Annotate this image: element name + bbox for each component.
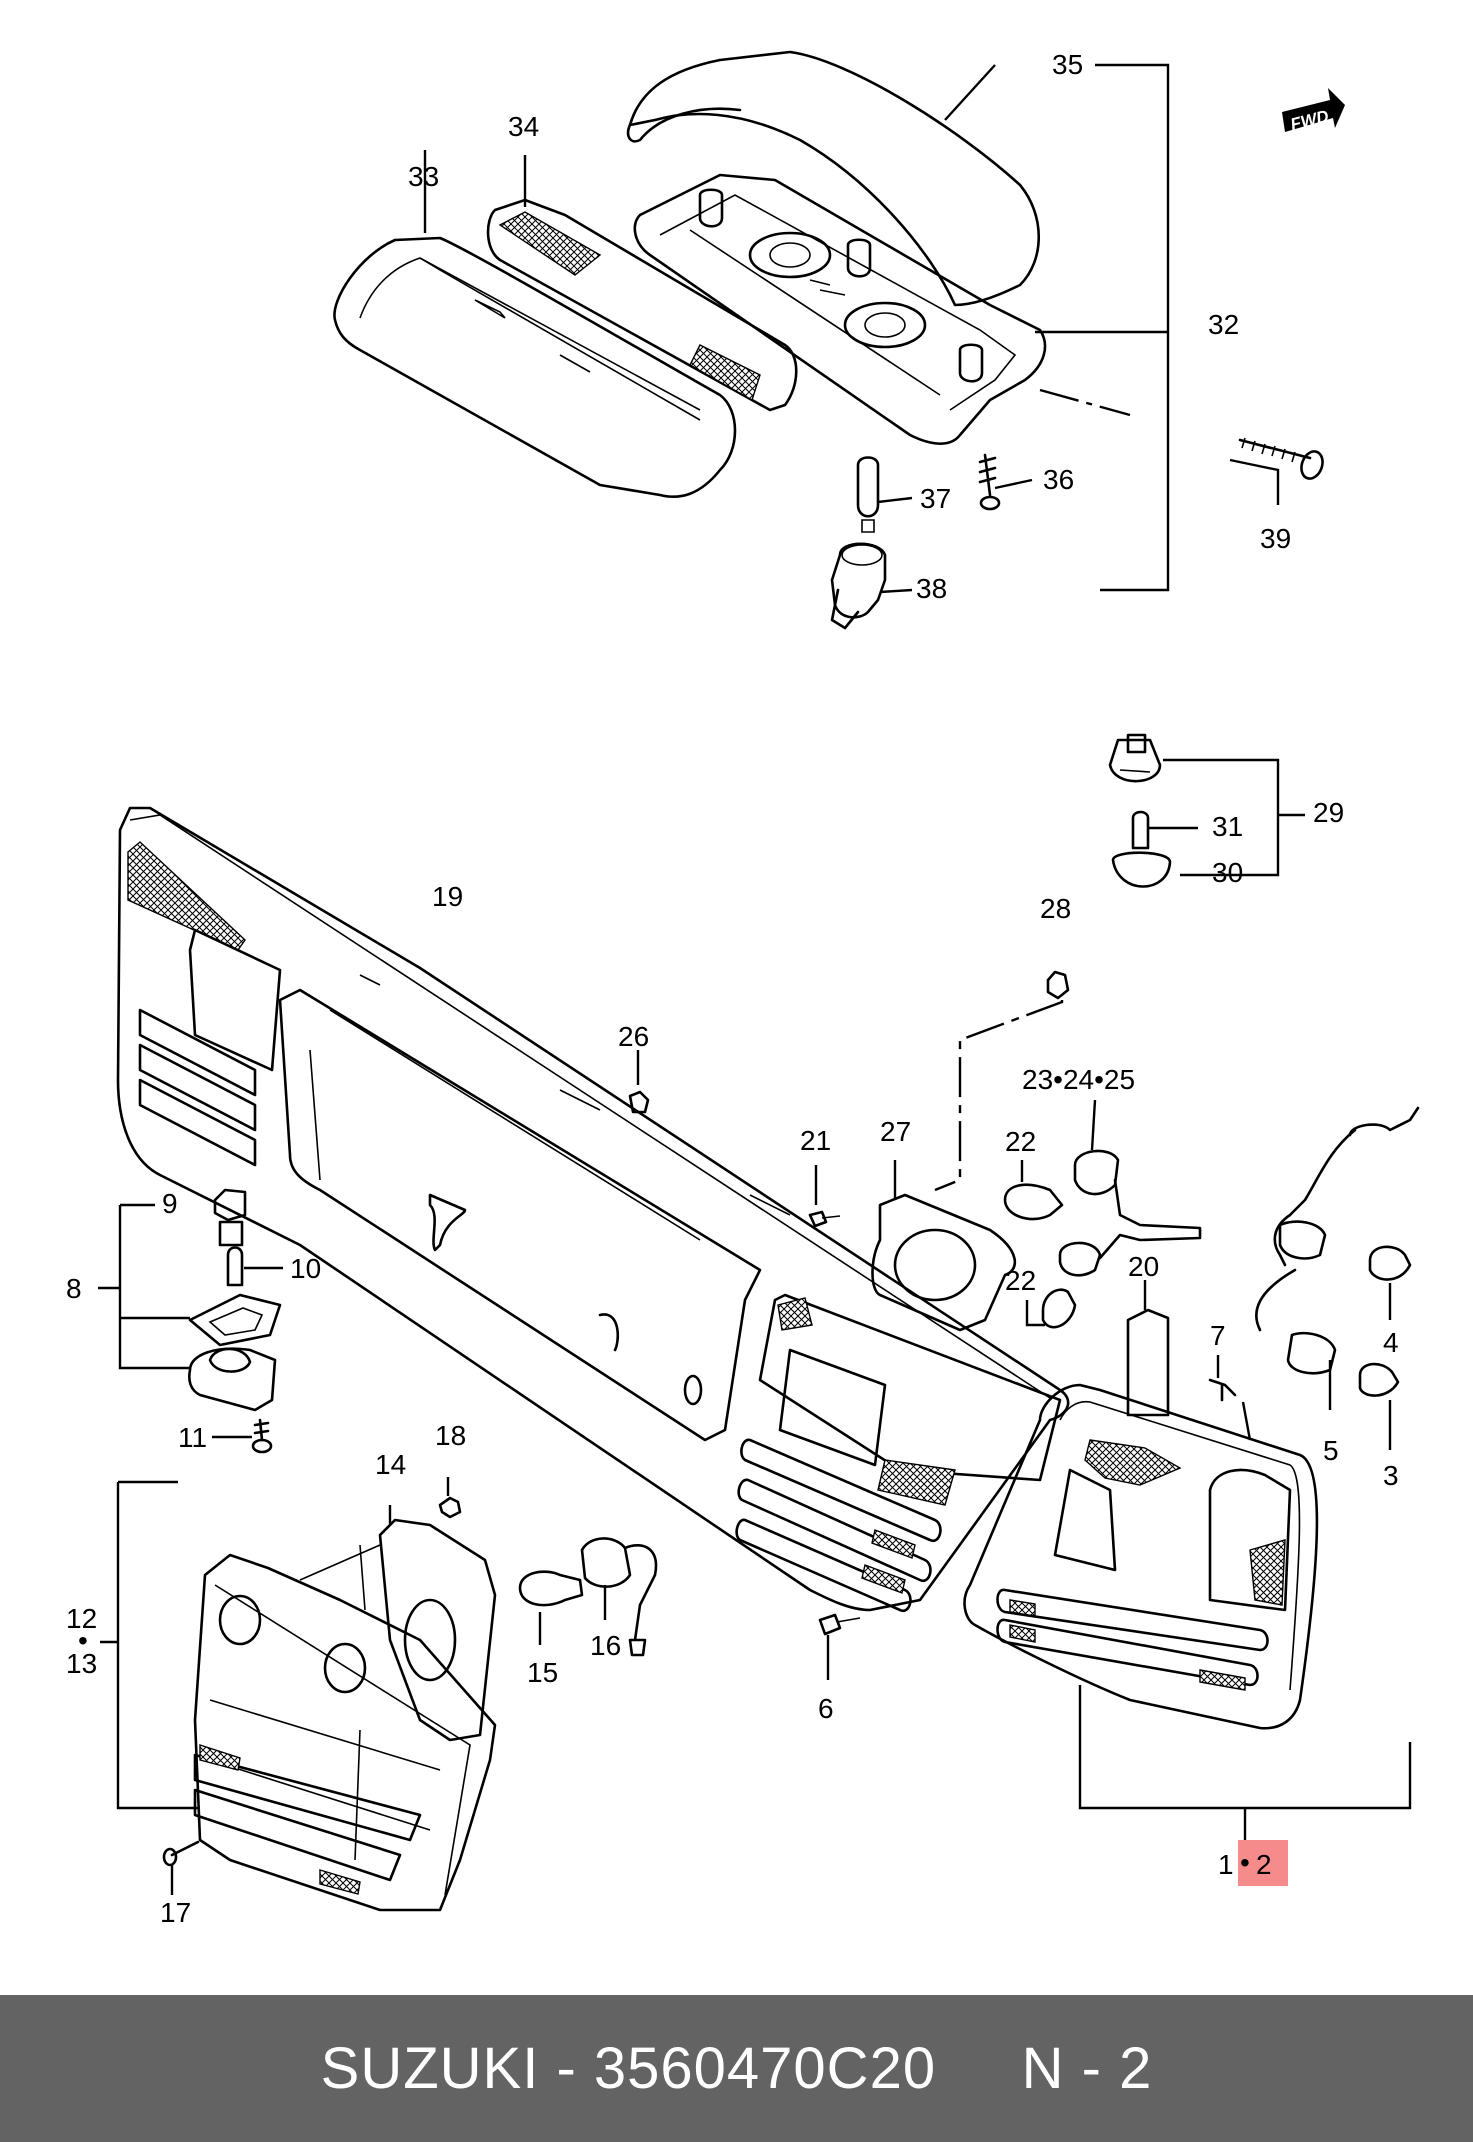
socket-4-5 xyxy=(1255,1106,1420,1375)
fwd-arrow-icon: FWD xyxy=(1282,88,1345,134)
bulb-15 xyxy=(518,1570,584,1607)
label-9: 9 xyxy=(162,1188,178,1219)
label-15: 15 xyxy=(527,1657,558,1688)
bulb-10 xyxy=(226,1246,244,1287)
label-33: 33 xyxy=(408,161,439,192)
footer-bar: SUZUKI - 3560470C20 N - 2 xyxy=(0,1995,1473,2142)
housing-32 xyxy=(633,173,1047,445)
label-23-24-25: 23•24•25 xyxy=(1022,1064,1135,1095)
socket-16 xyxy=(580,1537,658,1657)
lens-33 xyxy=(333,236,737,499)
leaders-29 xyxy=(1148,758,1305,877)
screw-11 xyxy=(251,1418,273,1454)
leaders-8 xyxy=(98,1203,283,1439)
leaders-12-13 xyxy=(100,1477,607,1810)
leaders-mid xyxy=(636,1000,1392,1450)
gasket-27 xyxy=(871,1193,1017,1332)
lamp-frame-12-13 xyxy=(193,1553,497,1912)
bulb-4 xyxy=(1368,1245,1412,1281)
label-21: 21 xyxy=(800,1125,831,1156)
label-34: 34 xyxy=(508,111,539,142)
label-27: 27 xyxy=(880,1116,911,1147)
label-29: 29 xyxy=(1313,797,1344,828)
label-20: 20 xyxy=(1128,1251,1159,1282)
screw-36 xyxy=(978,453,1001,511)
label-37: 37 xyxy=(920,483,951,514)
gasket-8 xyxy=(188,1293,282,1347)
clip-18 xyxy=(438,1496,462,1519)
label-39: 39 xyxy=(1260,523,1291,554)
bulb-37 xyxy=(856,456,880,533)
label-6: 6 xyxy=(818,1693,834,1724)
label-14: 14 xyxy=(375,1449,406,1480)
screw-6 xyxy=(818,1613,861,1680)
label-38: 38 xyxy=(916,573,947,604)
label-10: 10 xyxy=(290,1253,321,1284)
label-2: 2 xyxy=(1256,1849,1272,1880)
socket-23-24-25 xyxy=(1058,1149,1202,1277)
label-32: 32 xyxy=(1208,309,1239,340)
label-2-highlight xyxy=(1238,1840,1288,1886)
bulb-22a xyxy=(1003,1183,1064,1221)
screw-39 xyxy=(1238,437,1324,480)
bulb-31 xyxy=(1131,810,1150,850)
leaders-top xyxy=(423,63,1280,594)
label-19: 19 xyxy=(432,881,463,912)
socket-38 xyxy=(830,542,887,630)
garnish-19 xyxy=(116,806,1070,1613)
part-number-caption: SUZUKI - 3560470C20 N - 2 xyxy=(320,2036,1153,2101)
bulb-22b xyxy=(1041,1288,1077,1329)
label-13: 13 xyxy=(66,1648,97,1679)
label-16: 16 xyxy=(590,1630,621,1661)
label-7: 7 xyxy=(1210,1320,1226,1351)
label-12-13-dot: • xyxy=(78,1625,88,1656)
nut-26 xyxy=(628,1090,650,1114)
label-1-2-dot: • xyxy=(1240,1847,1250,1878)
bulb-3 xyxy=(1358,1362,1400,1397)
screw-17 xyxy=(162,1840,200,1895)
label-36: 36 xyxy=(1043,464,1074,495)
duct-20 xyxy=(1126,1308,1170,1417)
label-11: 11 xyxy=(178,1422,207,1453)
label-26: 26 xyxy=(618,1021,649,1052)
label-28: 28 xyxy=(1040,893,1071,924)
parts-diagram: FWD xyxy=(66,49,1420,1928)
socket-8 xyxy=(188,1347,277,1412)
label-1: 1 xyxy=(1218,1849,1234,1880)
labels: 35 34 33 32 36 37 38 39 29 31 30 19 28 2… xyxy=(66,49,1399,1928)
label-22a: 22 xyxy=(1005,1126,1036,1157)
label-17: 17 xyxy=(160,1897,191,1928)
clip-28 xyxy=(1046,970,1070,1000)
label-12: 12 xyxy=(66,1603,97,1634)
label-3: 3 xyxy=(1383,1460,1399,1491)
cap-30 xyxy=(1111,851,1172,888)
label-8: 8 xyxy=(66,1273,82,1304)
screw-21 xyxy=(808,1210,841,1228)
label-22b: 22 xyxy=(1005,1265,1036,1296)
label-31: 31 xyxy=(1212,811,1243,842)
reflector-34 xyxy=(486,198,798,412)
clip-9 xyxy=(213,1188,247,1247)
label-30: 30 xyxy=(1212,857,1243,888)
label-4: 4 xyxy=(1383,1327,1399,1358)
clip-29 xyxy=(1108,733,1162,783)
tail-lamp-1-2 xyxy=(963,1383,1412,1843)
cover-35 xyxy=(626,50,1040,307)
screw-7 xyxy=(1208,1378,1237,1402)
label-35: 35 xyxy=(1052,49,1083,80)
lamp-housing-14 xyxy=(299,1518,497,1742)
label-5: 5 xyxy=(1323,1435,1339,1466)
label-18: 18 xyxy=(435,1420,466,1451)
